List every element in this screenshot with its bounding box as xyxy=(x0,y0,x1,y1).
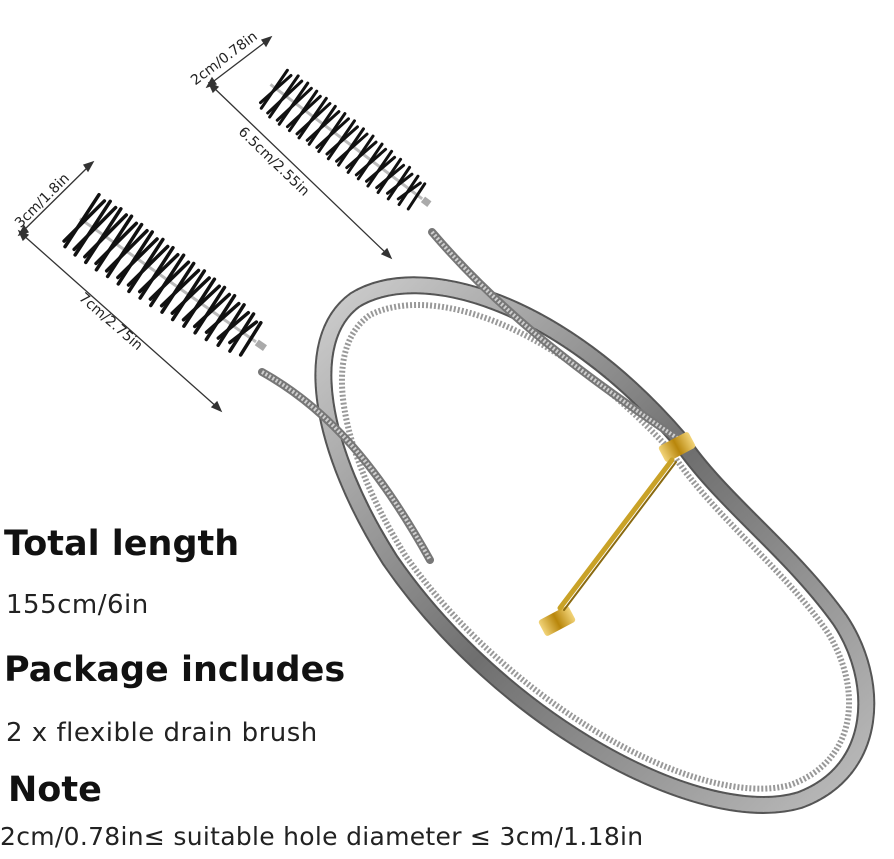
package-includes-heading: Package includes xyxy=(4,650,346,690)
total-length-value: 155cm/6in xyxy=(6,590,149,620)
gold-clip xyxy=(538,432,696,636)
package-includes-value: 2 x flexible drain brush xyxy=(6,718,318,748)
coiled-wire-loop xyxy=(258,228,876,814)
large-brush xyxy=(62,192,267,357)
note-value: 2cm/0.78in≤ suitable hole diameter ≤ 3cm… xyxy=(0,822,644,851)
note-heading: Note xyxy=(8,770,102,810)
small-brush xyxy=(259,68,432,211)
dimension-arrows xyxy=(17,35,393,413)
total-length-heading: Total length xyxy=(4,524,240,564)
